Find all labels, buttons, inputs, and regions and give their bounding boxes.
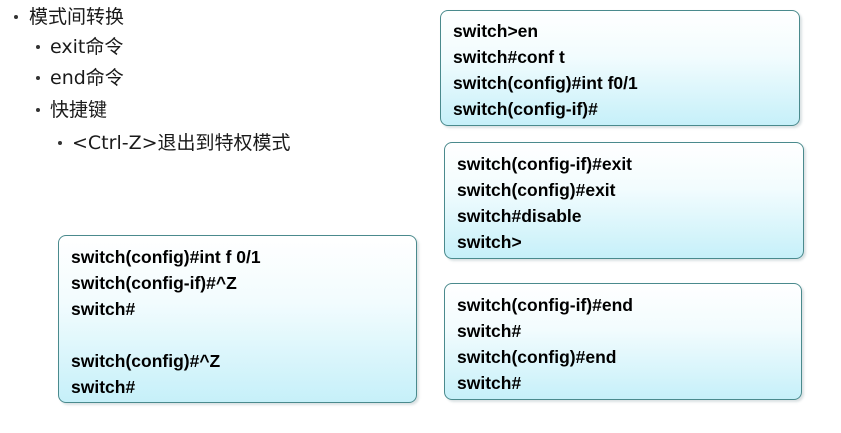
code-box-exit-example: switch(config-if)#exit switch(config)#ex… xyxy=(444,142,804,259)
bullet-dot-icon xyxy=(36,45,40,49)
code-line: switch(config)#int f0/1 xyxy=(453,73,638,93)
code-line: switch(config-if)# xyxy=(453,99,598,119)
code-box-end-example: switch(config-if)#end switch# switch(con… xyxy=(444,283,802,400)
code-line: switch(config-if)#^Z xyxy=(71,273,237,293)
code-line: switch(config)#int f 0/1 xyxy=(71,247,261,267)
code-line: switch>en xyxy=(453,21,539,41)
bullet-outline: 模式间转换 exit命令 end命令 快捷键 <Ctrl-Z>退出到特权模式 xyxy=(0,0,400,160)
outline-item-text: <Ctrl-Z>退出到特权模式 xyxy=(72,132,291,154)
bullet-dot-icon xyxy=(36,108,40,112)
code-line: switch(config)#end xyxy=(457,347,617,367)
outline-item-shortcut: 快捷键 xyxy=(36,98,107,122)
code-line: switch(config-if)#exit xyxy=(457,154,633,174)
outline-item-ctrl-z: <Ctrl-Z>退出到特权模式 xyxy=(58,131,291,155)
outline-item-mode-switch: 模式间转换 xyxy=(14,5,124,29)
outline-item-end: end命令 xyxy=(36,66,124,90)
bullet-dot-icon xyxy=(14,15,18,19)
bullet-dot-icon xyxy=(58,141,62,145)
outline-item-text: 快捷键 xyxy=(50,99,108,121)
code-line: switch# xyxy=(71,377,136,397)
outline-item-exit: exit命令 xyxy=(36,35,123,59)
code-box-enter-interface: switch>en switch#conf t switch(config)#i… xyxy=(440,10,800,126)
code-line: switch#conf t xyxy=(453,47,565,67)
code-box-ctrl-z-example: switch(config)#int f 0/1 switch(config-i… xyxy=(58,235,417,403)
code-line: switch> xyxy=(457,232,522,252)
code-line: switch(config)#exit xyxy=(457,180,616,200)
outline-item-text: 模式间转换 xyxy=(29,6,125,28)
bullet-dot-icon xyxy=(36,76,40,80)
code-line: switch# xyxy=(457,373,522,393)
code-line: switch#disable xyxy=(457,206,582,226)
code-line: switch# xyxy=(71,299,136,319)
code-line: switch(config-if)#end xyxy=(457,295,633,315)
code-line: switch# xyxy=(457,321,522,341)
code-line-blank xyxy=(71,322,404,348)
code-line: switch(config)#^Z xyxy=(71,351,221,371)
outline-item-text: end命令 xyxy=(50,67,124,89)
outline-item-text: exit命令 xyxy=(50,36,124,58)
